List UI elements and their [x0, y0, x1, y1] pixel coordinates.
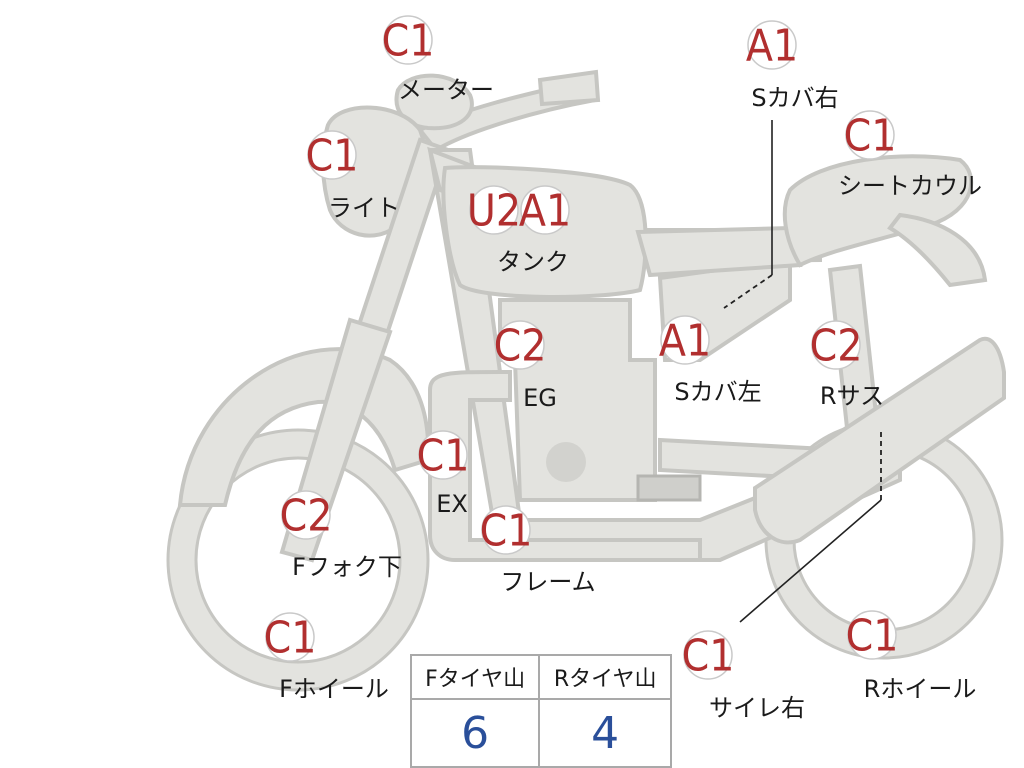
front-tire-tread-header: Fタイヤ山 [409, 654, 541, 700]
front-wheel-shape [166, 428, 430, 692]
rear-tire-tread-value: 4 [538, 698, 672, 768]
tire-tread-table: Fタイヤ山 Rタイヤ山 6 4 [409, 654, 672, 768]
light-label: ライト [328, 194, 400, 222]
seat-shape [635, 225, 803, 278]
side-cover-left-grade-badge [660, 315, 710, 365]
seat-cowl-grade-badge [845, 110, 895, 160]
tank-grade-badge [469, 185, 519, 235]
rear-wheel-grade-badge [847, 610, 897, 660]
frame-grade-text: C1 [480, 506, 533, 557]
meter-grade-text: C1 [382, 16, 435, 67]
front-fork-lower-grade-text: C2 [280, 491, 333, 542]
exhaust-grade-text: C1 [417, 431, 470, 482]
seat-cowl-label: シートカウル [838, 172, 982, 200]
front-tire-tread-value: 6 [409, 698, 541, 768]
tail-shape [887, 212, 988, 288]
side-cover-right-label: Sカバ右 [751, 84, 838, 112]
exhaust-label: EX [436, 490, 468, 518]
silencer-right-grade-badge [683, 630, 733, 680]
rear-suspension-grade-text: C2 [810, 321, 863, 372]
front-wheel-grade-text: C1 [264, 613, 317, 664]
tire-tread-header-row: Fタイヤ山 Rタイヤ山 [409, 654, 672, 700]
silencer-right-grade-text: C1 [682, 631, 735, 682]
footpeg-shape [636, 474, 702, 502]
muffler-shape [753, 336, 1006, 545]
engine-grade-text: C2 [494, 321, 547, 372]
silencer-right-leader [739, 499, 882, 623]
front-wheel-grade-badge [265, 612, 315, 662]
side-cover-right-grade-text: A1 [746, 21, 798, 72]
frame-label: フレーム [500, 568, 595, 596]
silencer-right-label: サイレ右 [709, 694, 805, 722]
rear-wheel-label: Rホイール [864, 675, 977, 703]
engine-label: EG [523, 384, 557, 412]
side-cover-left-grade-text: A1 [659, 316, 711, 367]
front-fork-lower-grade-badge [281, 490, 331, 540]
exhaust-grade-badge [418, 430, 468, 480]
seat-cowl-grade-text: C1 [844, 111, 897, 162]
tank-grade-text: A1 [519, 186, 571, 237]
rear-suspension-grade-badge [811, 320, 861, 370]
engine-grade-badge [495, 320, 545, 370]
meter-grade-badge [383, 15, 433, 65]
tank-label: タンク [497, 248, 569, 276]
rear-suspension-label: Rサス [820, 382, 884, 410]
tank-grade-text: U2 [467, 186, 521, 237]
meter-label: メーター [398, 76, 494, 104]
front-wheel-label: Fホイール [279, 675, 389, 703]
frame-grade-badge [481, 505, 531, 555]
tank-grade-badge [520, 185, 570, 235]
engine-cover-shape [546, 442, 586, 482]
light-grade-badge [307, 130, 357, 180]
tire-tread-value-row: 6 4 [409, 698, 672, 768]
side-cover-right-grade-badge [747, 20, 797, 70]
side-cover-left-label: Sカバ左 [674, 378, 761, 406]
rear-tire-tread-header: Rタイヤ山 [538, 654, 672, 700]
exhaust-pipe-shape [428, 370, 702, 562]
motorcycle-silhouette [166, 69, 1006, 692]
side-cover-right-leader-dashed [723, 274, 773, 309]
handlebar-grip-shape [537, 69, 601, 107]
front-fork-lower-label: Fフォク下 [292, 553, 402, 581]
rear-wheel-grade-text: C1 [846, 611, 899, 662]
light-grade-text: C1 [306, 131, 359, 182]
